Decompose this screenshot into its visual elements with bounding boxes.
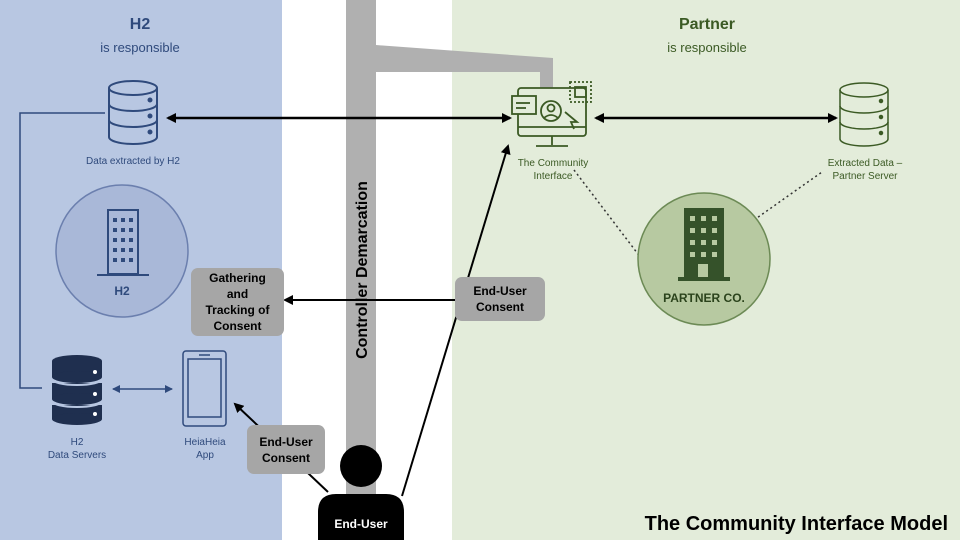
partner-dotted-link [573, 169, 642, 259]
database-icon [51, 355, 103, 425]
partner-subtitle: is responsible [667, 40, 747, 55]
gathering-consent-box: Gathering and Tracking of Consent [191, 268, 284, 336]
model-title: The Community Interface Model [644, 513, 948, 535]
building-icon [97, 209, 149, 276]
enduser-to-interface-arrow [401, 144, 511, 497]
end-user-consent-box: End-User Consent [455, 277, 545, 321]
h2-title: H2 [129, 16, 151, 33]
extracted-data-label: Extracted Data – Partner Server [827, 158, 903, 182]
partner-dotted-link [753, 171, 823, 221]
data-extracted-label: Data extracted by H2 [86, 156, 180, 167]
database-icon [108, 80, 158, 145]
h2-org-label: H2 [114, 284, 130, 298]
community-interface-label: The Community Interface [517, 158, 589, 182]
database-icon [839, 82, 889, 147]
h2-data-link-line [19, 112, 105, 389]
h2-subtitle: is responsible [100, 40, 180, 55]
controller-demarcation-label: Controller Demarcation [354, 181, 371, 359]
end-user-consent-box: End-User Consent [247, 425, 325, 474]
monitor-user-icon [511, 81, 592, 147]
end-user-label: End-User [334, 517, 388, 531]
building-icon [678, 208, 730, 281]
smartphone-icon [182, 350, 227, 427]
user-silhouette-icon [318, 445, 404, 540]
heiaheia-app-label: HeiaHeia App [184, 437, 226, 461]
partner-org-label: PARTNER CO. [663, 291, 745, 305]
partner-title: Partner [678, 16, 736, 33]
h2-data-servers-label: H2 Data Servers [47, 437, 107, 461]
